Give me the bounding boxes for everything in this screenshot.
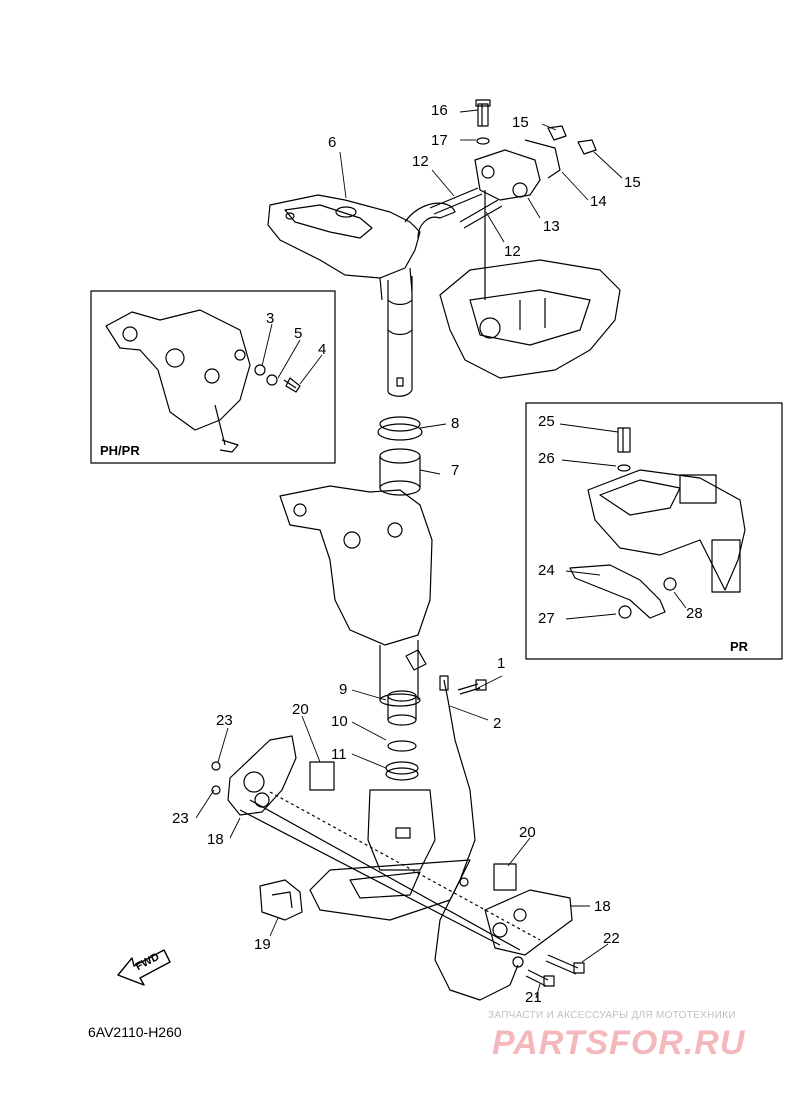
callout-8: 8 — [451, 415, 460, 432]
diagram-code: 6AV2110-H260 — [88, 1024, 182, 1040]
ground-wire — [434, 675, 524, 1001]
lower-casing — [309, 789, 471, 921]
studs — [429, 187, 503, 229]
callout-1: 1 — [497, 655, 506, 672]
callout-3: 3 — [266, 310, 275, 327]
bolt-21 — [525, 969, 555, 987]
swivel-bracket — [279, 485, 433, 707]
through-rod — [239, 791, 541, 951]
steering-shaft — [387, 276, 413, 397]
inset-label-ph-pr: PH/PR — [100, 443, 140, 458]
watermark-tagline: ЗАПЧАСТИ И АКСЕССУАРЫ ДЛЯ МОТОТЕХНИКИ — [488, 1010, 736, 1021]
steering-bracket — [267, 194, 456, 301]
rubber-block — [259, 879, 303, 921]
collar-and-bushing — [377, 416, 423, 496]
callout-6: 6 — [328, 134, 337, 151]
clamp-bracket-right — [484, 863, 573, 956]
callout-12a: 12 — [412, 153, 429, 170]
inset-bracket-pr — [569, 427, 746, 619]
callout-23b: 23 — [172, 810, 189, 827]
callout-20a: 20 — [292, 701, 309, 718]
callout-15b: 15 — [624, 174, 641, 191]
callout-2: 2 — [493, 715, 502, 732]
leader-lines — [195, 109, 687, 999]
callout-23a: 23 — [216, 712, 233, 729]
callout-18b: 18 — [594, 898, 611, 915]
callout-19: 19 — [254, 936, 271, 953]
inset-ph-pr-frame — [90, 290, 336, 464]
callout-9: 9 — [339, 681, 348, 698]
callout-22: 22 — [603, 930, 620, 947]
bolt-22 — [545, 954, 585, 975]
callout-18a: 18 — [207, 831, 224, 848]
callout-7: 7 — [451, 462, 460, 479]
callout-15a: 15 — [512, 114, 529, 131]
inset-label-pr: PR — [730, 639, 749, 654]
inset-pr-frame — [525, 402, 783, 660]
seals — [385, 690, 419, 781]
inset-bracket-phpr — [105, 309, 301, 453]
callout-20b: 20 — [519, 824, 536, 841]
callout-25: 25 — [538, 413, 555, 430]
callout-13: 13 — [543, 218, 560, 235]
callout-16: 16 — [431, 102, 448, 119]
clamp-bracket-left — [211, 735, 335, 816]
mount-housing — [439, 190, 621, 379]
callout-12b: 12 — [504, 243, 521, 260]
watermark-logo: PARTSFOR.RU — [492, 1024, 746, 1062]
bolt-1 — [457, 679, 487, 695]
callout-17: 17 — [431, 132, 448, 149]
callout-28: 28 — [686, 605, 703, 622]
fwd-arrow — [117, 949, 171, 986]
callout-26: 26 — [538, 450, 555, 467]
callout-21: 21 — [525, 989, 542, 1006]
callout-5: 5 — [294, 325, 303, 342]
callout-14: 14 — [590, 193, 607, 210]
callout-27: 27 — [538, 610, 555, 627]
upper-mount-assembly — [474, 99, 597, 201]
callout-4: 4 — [318, 341, 327, 358]
callout-11: 11 — [331, 746, 347, 763]
callout-24: 24 — [538, 562, 555, 579]
callout-10: 10 — [331, 713, 348, 730]
